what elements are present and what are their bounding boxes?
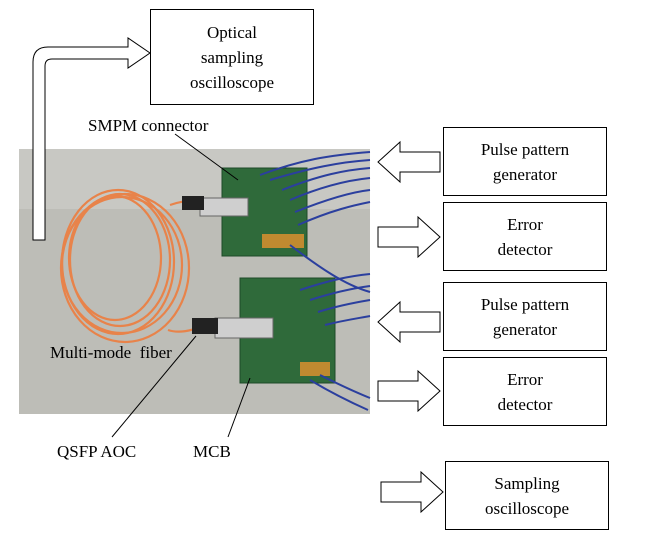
coax-cables [259,151,371,411]
arrow-from-pulse-generator-1 [377,140,441,184]
arrow-to-error-detector-2 [377,369,441,413]
box-text-line: oscilloscope [484,498,570,518]
error-detector-box-2: Error detector [443,357,607,426]
optical-sampling-oscilloscope-box: Optical sampling oscilloscope [150,9,314,105]
error-detector-box-1: Error detector [443,202,607,271]
box-text-line: generator [492,319,558,339]
box-text-line: detector [497,239,553,259]
sampling-oscilloscope-box: Sampling oscilloscope [445,461,609,530]
box-text-line: Sampling [494,473,560,493]
qsfp-aoc-label: QSFP AOC [57,442,137,461]
box-text-line: Error [507,369,543,389]
smpm-connector-label: SMPM connector [88,116,209,135]
box-text-line: Pulse pattern [480,139,570,159]
arrow-to-error-detector-1 [377,215,441,259]
box-text-line: sampling [200,47,264,67]
lower-test-board [192,277,336,384]
multimode-fiber-label: Multi-mode fiber [50,343,172,362]
box-text-line: Pulse pattern [480,294,570,314]
box-text-line: oscilloscope [189,72,275,92]
box-text-line: generator [492,164,558,184]
arrow-from-pulse-generator-2 [377,300,441,344]
upper-test-board [182,167,308,257]
pulse-pattern-generator-box-1: Pulse pattern generator [443,127,607,196]
box-text-line: detector [497,394,553,414]
qsfp-leader-line [111,335,197,438]
mcb-leader-line [227,377,251,438]
arrow-to-optical-oscilloscope [32,37,151,241]
box-text-line: Error [507,214,543,234]
pulse-pattern-generator-box-2: Pulse pattern generator [443,282,607,351]
box-text-line: Optical [206,22,258,42]
smpm-leader-line [174,133,239,181]
mcb-label: MCB [193,442,231,461]
arrow-to-sampling-oscilloscope [380,470,444,514]
